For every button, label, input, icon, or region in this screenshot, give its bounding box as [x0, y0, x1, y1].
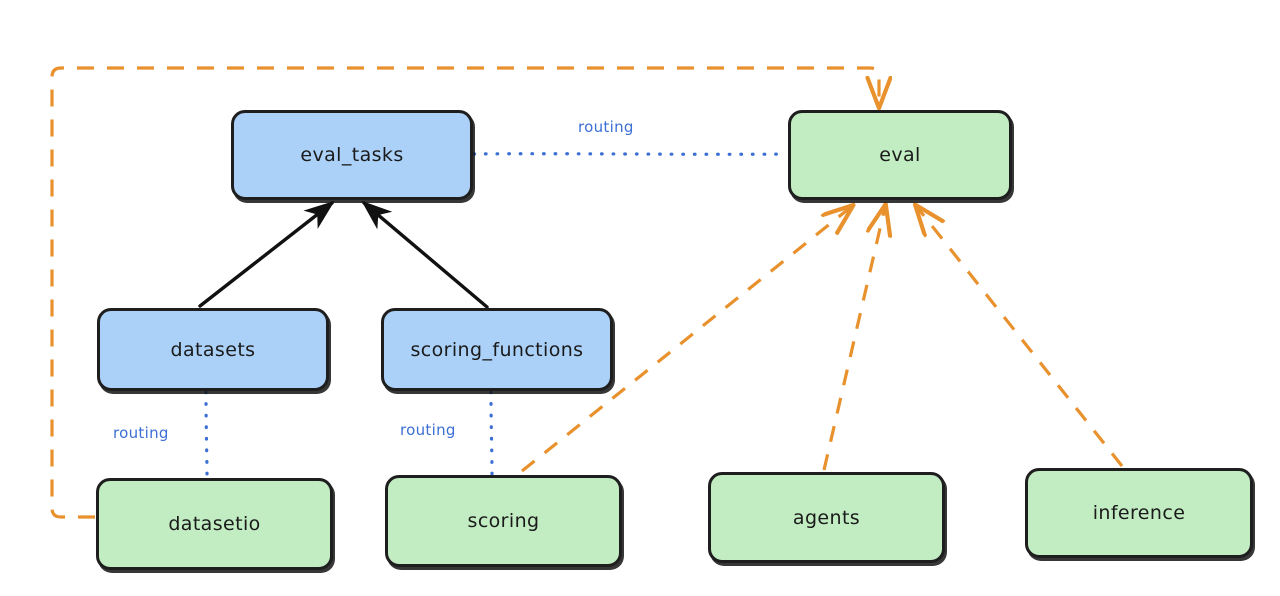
- edge-datasets-eval_tasks: [198, 200, 335, 308]
- node-label-datasetio: datasetio: [168, 513, 261, 535]
- edge-scoring-eval: [520, 207, 851, 473]
- node-eval[interactable]: eval: [788, 110, 1012, 200]
- edge-datasets-datasetio: [204, 390, 209, 479]
- node-label-eval_tasks: eval_tasks: [300, 144, 404, 166]
- edge-label-routing-datasetio: routing: [113, 424, 169, 442]
- edge-inference-eval: [917, 207, 1124, 467]
- node-datasetio[interactable]: datasetio: [96, 478, 333, 570]
- edge-label-routing-scoring: routing: [400, 421, 456, 439]
- edge-scoring_functions-scoring: [489, 390, 494, 476]
- edge-label-routing-eval: routing: [578, 118, 634, 136]
- node-label-agents: agents: [792, 506, 861, 529]
- node-scoring_functions[interactable]: scoring_functions: [381, 308, 613, 391]
- edge-eval_tasks-eval: [472, 152, 789, 156]
- node-label-inference: inference: [1092, 502, 1186, 524]
- node-datasets[interactable]: datasets: [97, 308, 329, 391]
- node-label-datasets: datasets: [170, 338, 256, 361]
- edge-datasetio-eval: [50, 66, 879, 519]
- node-scoring[interactable]: scoring: [385, 475, 622, 567]
- edge-agents-eval: [822, 207, 885, 471]
- node-inference[interactable]: inference: [1025, 468, 1253, 558]
- node-label-scoring_functions: scoring_functions: [410, 338, 584, 361]
- node-label-eval: eval: [879, 144, 921, 166]
- node-label-scoring: scoring: [467, 510, 540, 532]
- node-agents[interactable]: agents: [708, 472, 945, 563]
- edge-scoring_functions-eval_tasks: [361, 200, 489, 309]
- node-eval_tasks[interactable]: eval_tasks: [231, 110, 473, 200]
